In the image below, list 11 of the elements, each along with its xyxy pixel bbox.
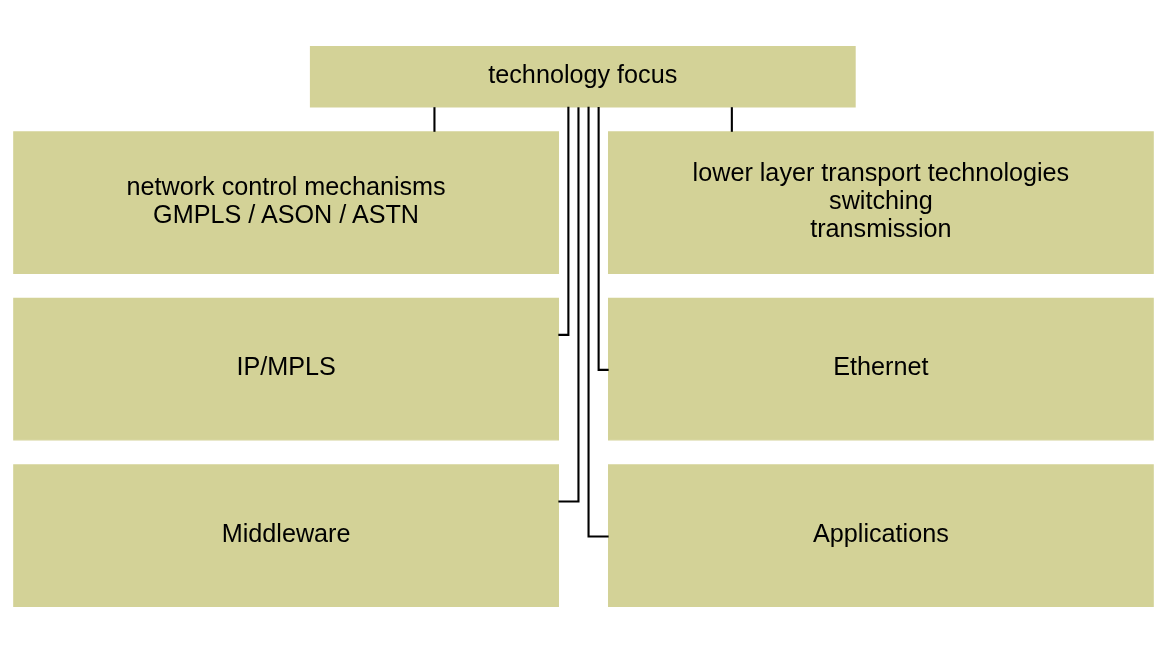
node-box: lower layer transport technologies switching transmission [608, 130, 1154, 274]
node-box: network control mechanisms GMPLS / ASON / ASTN [13, 130, 559, 274]
node-box: Middleware [13, 463, 559, 607]
node-box: Applications [608, 463, 1154, 607]
node-box: Ethernet [608, 297, 1154, 441]
connector [433, 106, 436, 132]
node-box: technology focus [309, 45, 856, 107]
node-box: IP/MPLS [13, 297, 559, 441]
connector [597, 106, 609, 371]
connector [730, 106, 733, 132]
connector [558, 106, 570, 336]
